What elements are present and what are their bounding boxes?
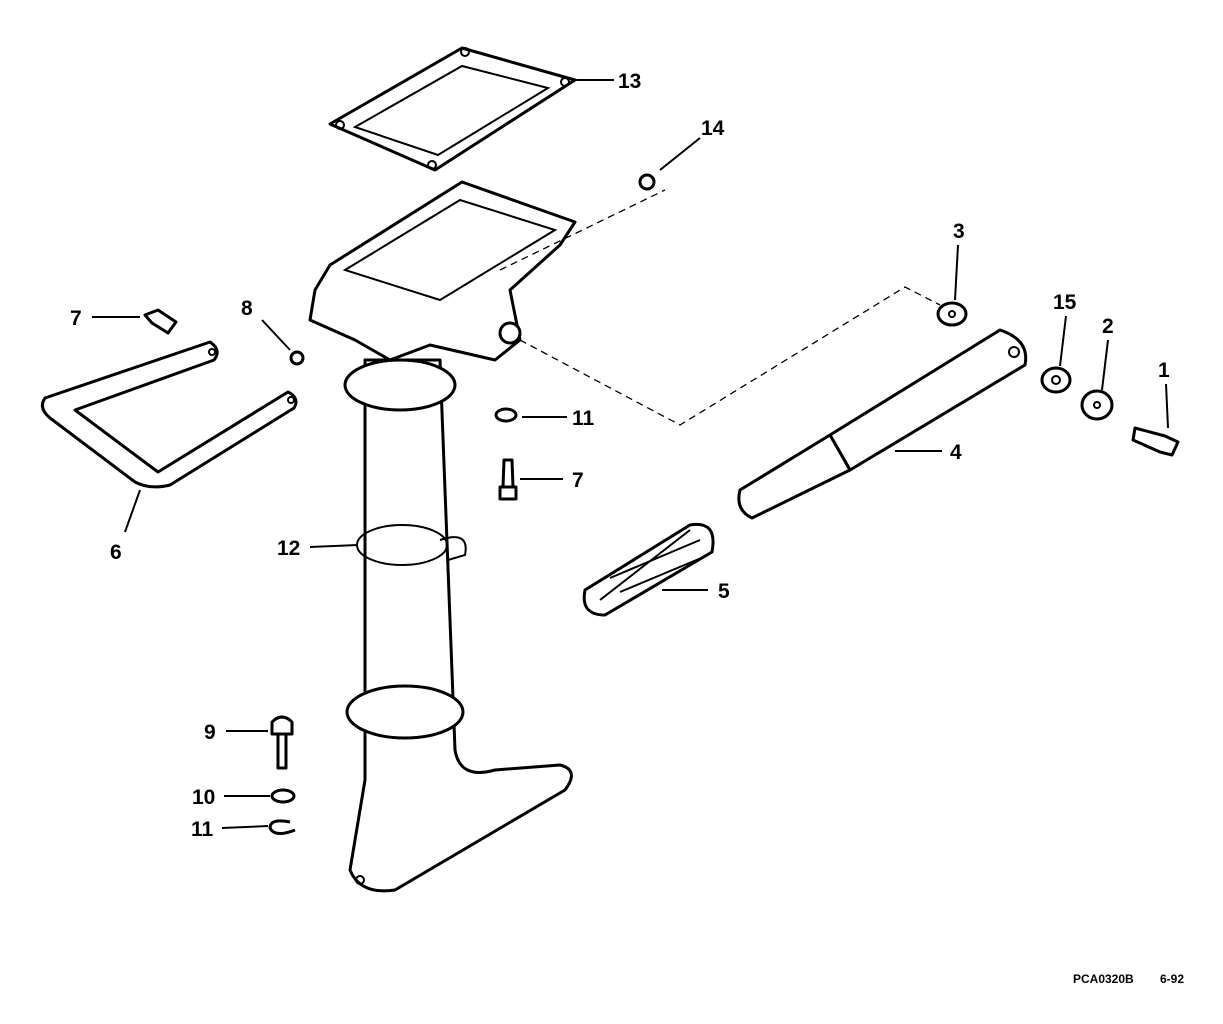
screw-part-7-lower (498, 458, 518, 501)
callout-6: 6 (110, 541, 122, 564)
grip-part-5 (582, 522, 715, 617)
callout-14: 14 (701, 117, 725, 140)
callout-15: 15 (1053, 291, 1077, 314)
gasket-part-13 (328, 46, 577, 172)
bolt-part-1 (1131, 426, 1180, 457)
drawing-code: PCA0320B (1073, 972, 1134, 986)
callout-11-upper: 11 (572, 407, 595, 430)
washer-part-2 (1080, 389, 1114, 421)
callout-11-lower: 11 (191, 818, 214, 841)
callout-1: 1 (1158, 359, 1170, 382)
washer-part-11-upper (494, 407, 518, 423)
callout-7-lower: 7 (572, 469, 584, 492)
callout-4: 4 (950, 441, 962, 464)
callout-7-upper: 7 (70, 307, 82, 330)
handle-part-6 (40, 340, 298, 489)
nut-part-8 (289, 350, 305, 366)
nut-part-14 (638, 173, 656, 191)
callout-12: 12 (277, 537, 300, 560)
bolt-part-9 (270, 715, 294, 770)
callout-5: 5 (718, 580, 730, 603)
callout-13: 13 (618, 70, 641, 93)
leader-lines (92, 79, 1169, 829)
retaining-ring-part-11-lower (268, 819, 296, 835)
drive-shaft-housing-part-12 (308, 180, 577, 893)
callout-9: 9 (204, 721, 216, 744)
washer-part-3 (936, 301, 968, 327)
callout-3: 3 (953, 220, 965, 243)
callout-10: 10 (192, 786, 215, 809)
callout-2: 2 (1102, 315, 1114, 338)
screw-part-7-upper (143, 308, 178, 335)
callout-8: 8 (241, 297, 253, 320)
tiller-arm-part-4 (737, 328, 1028, 520)
spacer-part-15 (1040, 366, 1072, 394)
washer-part-10 (270, 788, 296, 804)
drawing-date: 6-92 (1160, 972, 1185, 986)
